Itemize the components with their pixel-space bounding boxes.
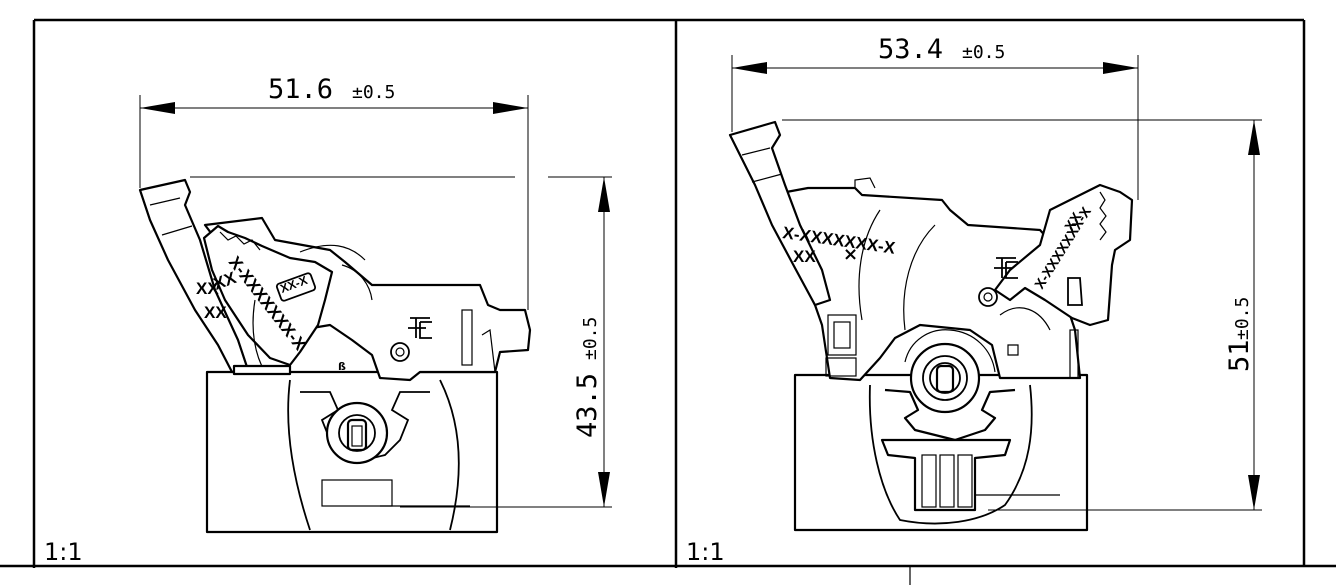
- left-te-logo-icon: [408, 317, 432, 339]
- left-rotor-gear: [325, 401, 389, 465]
- right-height-tolerance: ±0.5: [1232, 297, 1253, 340]
- left-width-tolerance: ±0.5: [352, 82, 395, 103]
- left-marking-code-2: XX: [196, 279, 219, 298]
- right-width-value: 53.4: [878, 34, 943, 65]
- right-scale-label: 1:1: [686, 538, 725, 566]
- right-height-dimension: 51 ±0.5: [782, 119, 1262, 511]
- left-width-dimension: 51.6 ±0.5: [139, 74, 529, 310]
- right-height-value: 51: [1224, 339, 1255, 372]
- left-small-symbol: ß: [338, 360, 346, 373]
- right-view: X-XXXXXXX-X XX × X-XXXXXXX-X XX 53.4 ±0.…: [686, 34, 1262, 566]
- right-actuator-plate: [993, 183, 1134, 327]
- right-te-logo-icon: [994, 257, 1018, 279]
- left-marking-box: [275, 272, 317, 302]
- right-body-outline: [768, 186, 1082, 382]
- left-marking-code-3: XX: [204, 303, 227, 322]
- left-inner-details: [232, 244, 496, 376]
- left-view: X-XXXXXXX-X XX XX XX XX-X ß 51.6 ±0.5: [44, 74, 612, 566]
- right-width-dimension: 53.4 ±0.5: [731, 34, 1139, 200]
- right-rotor-gear: [904, 329, 996, 414]
- left-width-value: 51.6: [268, 74, 333, 105]
- right-width-tolerance: ±0.5: [962, 42, 1005, 63]
- right-marking-code: XX: [793, 247, 816, 266]
- left-height-tolerance: ±0.5: [580, 317, 601, 360]
- left-height-value: 43.5: [572, 373, 603, 438]
- drawing-frame: [0, 18, 1336, 585]
- right-cross-mark: ×: [843, 244, 858, 265]
- right-inner-details: [825, 209, 1079, 379]
- left-scale-label: 1:1: [44, 538, 83, 566]
- left-actuator-plate: [202, 224, 334, 367]
- left-height-dimension: 43.5 ±0.5: [190, 176, 612, 508]
- right-release-lever: [728, 120, 832, 307]
